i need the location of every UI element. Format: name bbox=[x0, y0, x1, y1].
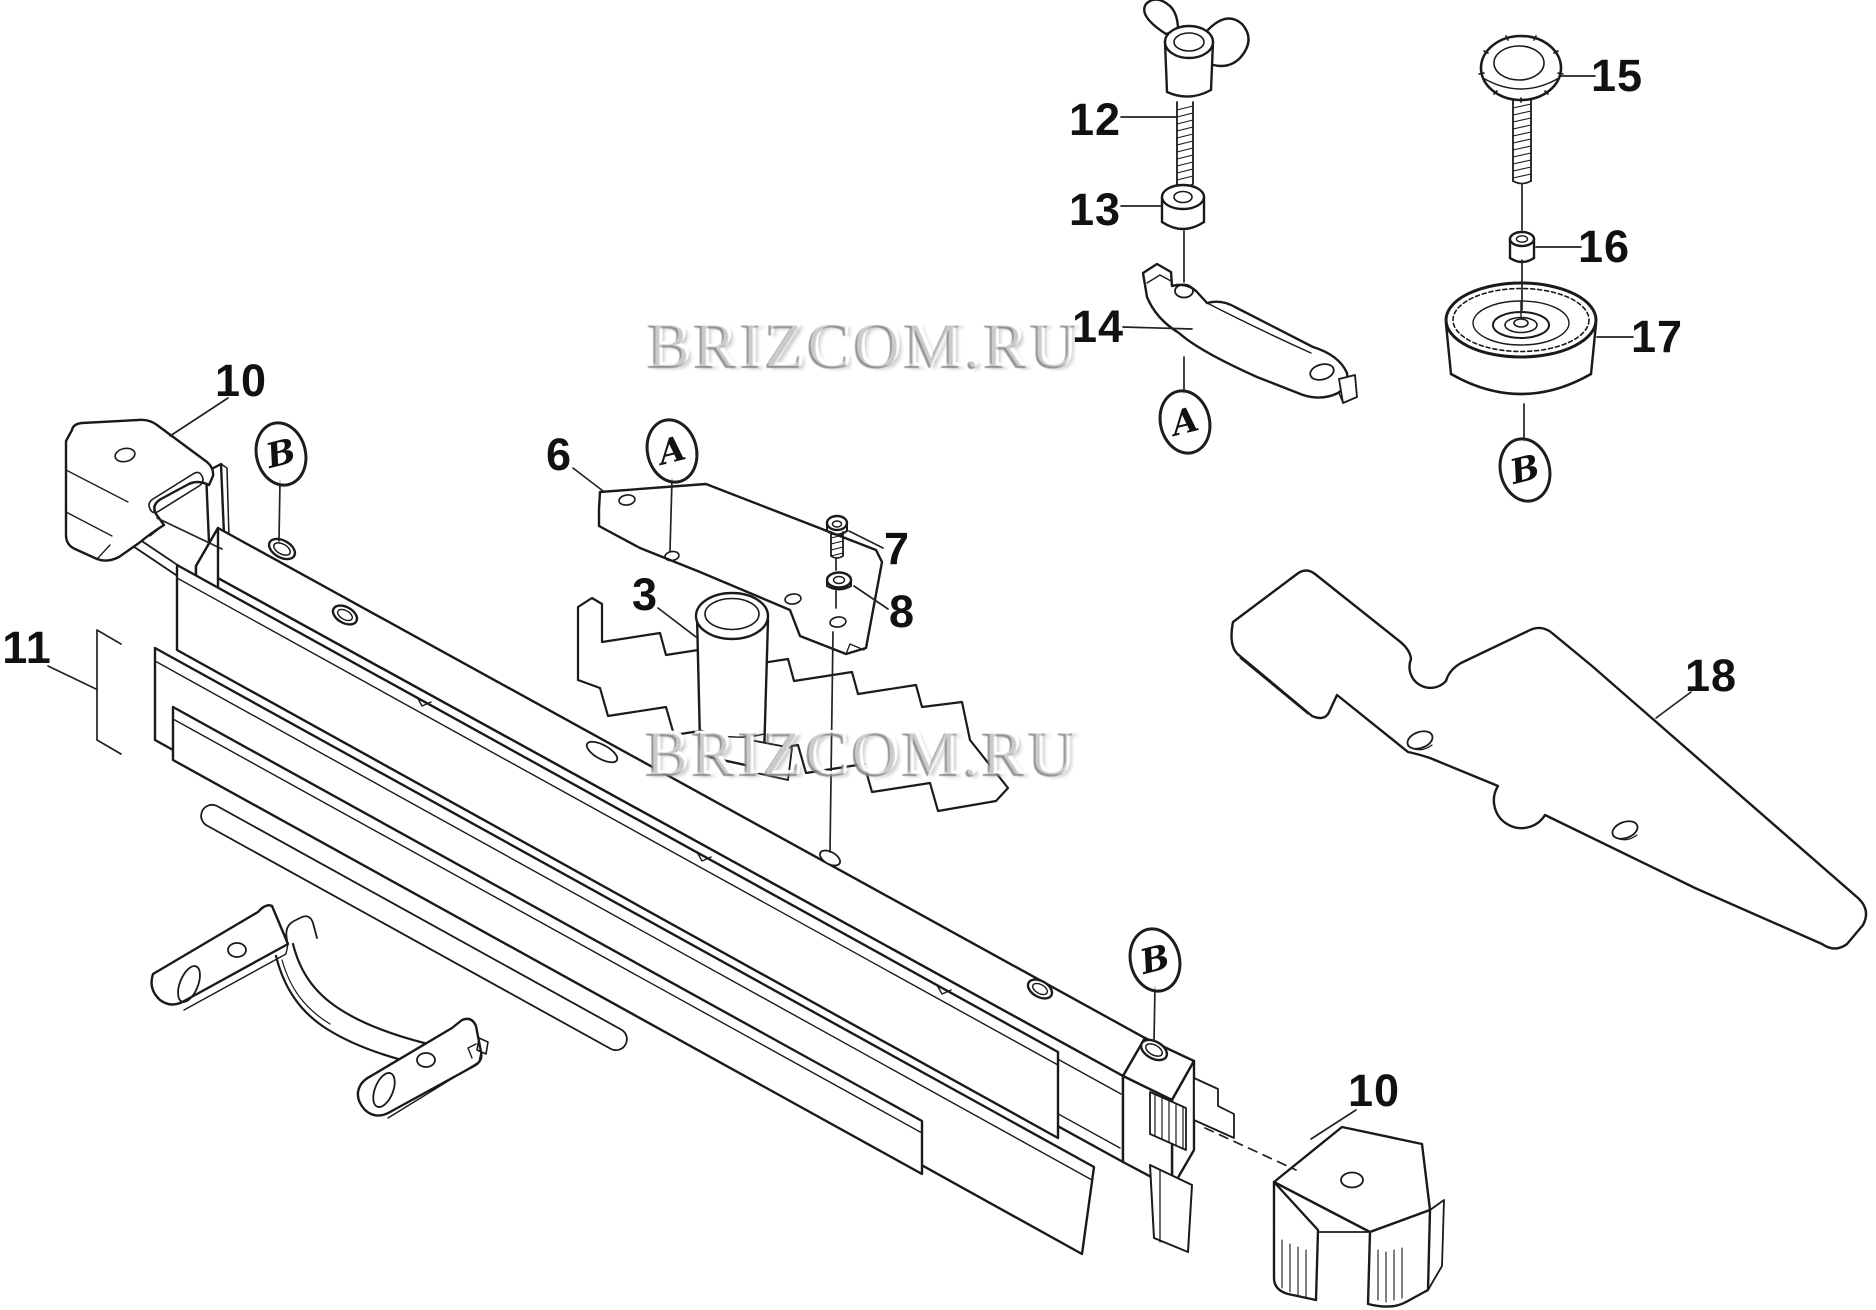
callout-part-8: 8 bbox=[888, 586, 916, 637]
callout-part-10-bottom: 10 bbox=[1347, 1065, 1401, 1116]
callout-part-13: 13 bbox=[1068, 184, 1122, 235]
part-10-top-bracket-drawing bbox=[64, 418, 215, 562]
part-13-bushing-drawing bbox=[1160, 183, 1206, 231]
leader-lines bbox=[47, 75, 1692, 1171]
anchor-bracket-drawing bbox=[150, 904, 489, 1119]
callout-part-15: 15 bbox=[1590, 50, 1644, 101]
part-10-bottom-bracket-drawing bbox=[1272, 1125, 1445, 1308]
part-18-bracket-drawing bbox=[1230, 569, 1868, 950]
part-8-washer-drawing bbox=[825, 571, 853, 591]
part-17-roller-drawing bbox=[1444, 281, 1598, 396]
part-7-screw-drawing bbox=[825, 514, 849, 559]
callout-part-7: 7 bbox=[883, 523, 911, 574]
part-14-bracket-drawing bbox=[1141, 262, 1358, 404]
callout-part-17: 17 bbox=[1630, 311, 1684, 362]
callout-part-6: 6 bbox=[545, 429, 573, 480]
part-11-panels-drawing bbox=[87, 504, 1096, 1256]
part-15-knob-drawing bbox=[1478, 34, 1564, 185]
callout-part-11: 11 bbox=[2, 622, 52, 673]
callout-part-10-top: 10 bbox=[214, 355, 268, 406]
callout-part-3: 3 bbox=[631, 569, 659, 620]
callout-view-a-right: A bbox=[1151, 383, 1219, 461]
callout-part-12: 12 bbox=[1068, 94, 1122, 145]
callout-view-b-right: B bbox=[1491, 431, 1559, 509]
callout-view-b-top: B bbox=[247, 415, 315, 493]
callout-view-b-bottom: B bbox=[1121, 921, 1189, 999]
callout-part-16: 16 bbox=[1577, 221, 1631, 272]
callout-part-18: 18 bbox=[1684, 650, 1738, 701]
part-3-cylinder-drawing bbox=[576, 482, 1010, 813]
callout-part-14: 14 bbox=[1071, 301, 1125, 352]
callout-view-a-mid: A bbox=[638, 412, 706, 490]
